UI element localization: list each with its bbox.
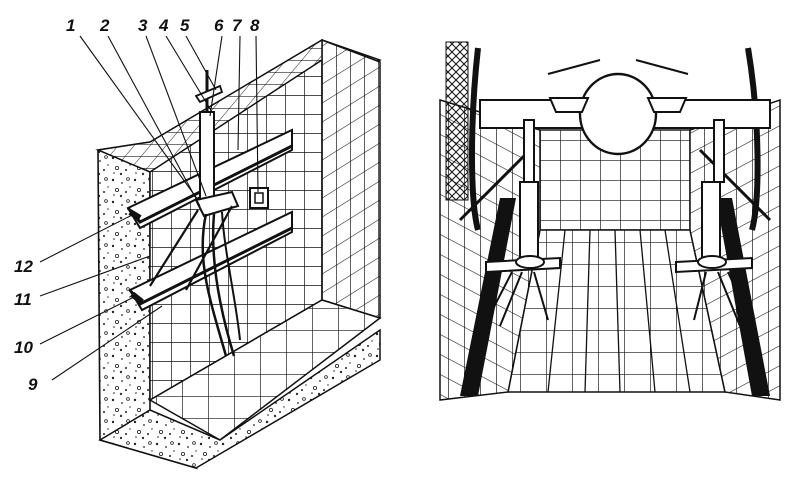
- jack-column: [199, 111, 215, 205]
- callout-8: 8: [250, 16, 260, 35]
- callout-9: 9: [28, 375, 38, 394]
- callout-11: 11: [14, 290, 32, 309]
- pit-cutaway-illustration: 1 2 3 4 5 6 7 8 12 11 10 9: [14, 16, 382, 470]
- carriage-bracket: [194, 190, 240, 218]
- jack-saddle: [194, 84, 224, 104]
- callout-12: 12: [14, 257, 33, 276]
- left-black-rail: [460, 198, 516, 396]
- pit-perspective-illustration: [439, 41, 781, 401]
- callout-1: 1: [66, 16, 75, 35]
- pit-floor-tiles: [148, 299, 382, 441]
- right-black-rail: [716, 198, 770, 396]
- jack-cup-right: [646, 97, 688, 113]
- callout-leaders: [39, 35, 259, 381]
- hose-cable: [201, 213, 228, 357]
- left-pit-jack: [479, 119, 561, 335]
- floor-perspective-lines: [547, 229, 691, 393]
- callout-3: 3: [138, 16, 148, 35]
- callout-5: 5: [180, 16, 190, 35]
- side-tiled-wall: [321, 38, 381, 320]
- pit-floor-perspective: [507, 229, 726, 393]
- callout-10: 10: [14, 338, 33, 357]
- callout-6: 6: [214, 16, 224, 35]
- callout-2: 2: [99, 16, 110, 35]
- left-netting: [445, 41, 469, 201]
- callout-4: 4: [158, 16, 169, 35]
- concrete-floor-slab: [98, 328, 381, 469]
- callout-7: 7: [232, 16, 243, 35]
- jack-cup-left: [548, 97, 590, 113]
- right-pit-jack: [675, 119, 757, 335]
